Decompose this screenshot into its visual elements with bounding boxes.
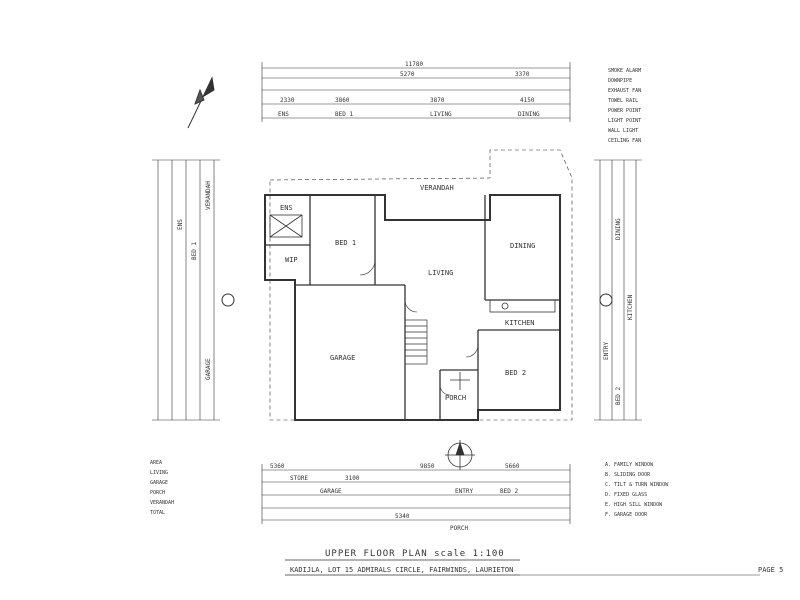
legend-top-item: CEILING FAN	[608, 138, 641, 144]
legend-area-item: LIVING	[150, 470, 168, 476]
dim-bottom-label-0: STORE	[290, 475, 308, 482]
dim-left-label-3: ENS	[177, 219, 184, 230]
ensuite-fixtures	[269, 214, 303, 238]
legend-windows: A. FAMILY WINDOW B. SLIDING DOOR C. TILT…	[605, 462, 669, 518]
exterior-walls	[264, 194, 561, 421]
legend-area-item: AREA	[150, 460, 162, 466]
dim-top-label-1: BED 1	[335, 111, 353, 118]
dim-top-d2: 3370	[515, 71, 530, 78]
dim-right-label-2: ENTRY	[603, 342, 610, 360]
dim-bottom-label-4: PORCH	[450, 525, 468, 532]
compass-icon	[445, 440, 475, 470]
room-label-porch: PORCH	[445, 394, 466, 402]
dim-left-label-0: VERANDAH	[205, 181, 212, 210]
page-number: PAGE 5	[758, 566, 783, 574]
bottom-dimension-lines	[261, 464, 571, 524]
room-label-garage: GARAGE	[330, 354, 355, 362]
right-dimension-lines	[594, 159, 642, 421]
legend-top-item: SMOKE ALARM	[608, 68, 641, 74]
legend-window-item: F. GARAGE DOOR	[605, 512, 648, 518]
drawing-title: UPPER FLOOR PLAN scale 1:100	[325, 549, 505, 559]
dim-right-label-3: BED 2	[615, 387, 622, 405]
legend-top: SMOKE ALARM DOWNPIPE EXHAUST FAN TOWEL R…	[608, 68, 641, 144]
dim-top-overall: 11780	[405, 61, 423, 68]
room-label-verandah: VERANDAH	[420, 184, 454, 192]
dim-left-label-2: GARAGE	[205, 358, 212, 380]
legend-area-item: VERANDAH	[150, 500, 174, 506]
dim-bottom-d2: 9850	[420, 463, 435, 470]
legend-area: AREA LIVING GARAGE PORCH VERANDAH TOTAL	[150, 460, 174, 516]
dim-top-d6: 4150	[520, 97, 535, 104]
legend-top-item: LIGHT POINT	[608, 118, 641, 124]
room-label-dining: DINING	[510, 242, 535, 250]
room-label-bed2: BED 2	[505, 369, 526, 377]
dim-bottom-d4: 3100	[345, 475, 360, 482]
dim-bottom-label-2: ENTRY	[455, 488, 473, 495]
legend-window-item: E. HIGH SILL WINDOW	[605, 502, 663, 508]
room-label-living: LIVING	[428, 269, 453, 277]
dim-bottom-d5: 5340	[395, 513, 410, 520]
kitchen-bench	[489, 299, 556, 313]
legend-window-item: D. FIXED GLASS	[605, 492, 647, 498]
legend-window-item: C. TILT & TURN WINDOW	[605, 482, 669, 488]
legend-top-item: TOWEL RAIL	[608, 98, 638, 104]
section-mark-right-icon	[599, 293, 613, 307]
dim-top-label-2: LIVING	[430, 111, 452, 118]
dim-bottom-d3: 5660	[505, 463, 520, 470]
legend-window-item: A. FAMILY WINDOW	[605, 462, 654, 468]
room-label-bed1: BED 1	[335, 239, 356, 247]
north-arrow-icon	[187, 76, 215, 129]
dim-top-d4: 3860	[335, 97, 350, 104]
dim-top-label-0: ENS	[278, 111, 289, 118]
dim-right-label-1: KITCHEN	[627, 294, 634, 320]
door-swings	[359, 259, 479, 396]
dim-bottom-label-3: BED 2	[500, 488, 518, 495]
dim-bottom-d1: 5360	[270, 463, 285, 470]
room-label-kitchen: KITCHEN	[505, 319, 535, 327]
dim-top-label-3: DINING	[518, 111, 540, 118]
dim-top-d1: 5270	[400, 71, 415, 78]
drawing-subtitle: KADIJLA, LOT 15 ADMIRALS CIRCLE, FAIRWIN…	[290, 566, 513, 574]
legend-top-item: DOWNPIPE	[608, 78, 632, 84]
top-dimension-lines	[261, 62, 571, 122]
interior-walls	[265, 195, 560, 420]
legend-window-item: B. SLIDING DOOR	[605, 472, 651, 478]
dim-left-label-1: BED 1	[191, 242, 198, 260]
legend-area-item: TOTAL	[150, 510, 165, 516]
section-mark-left-icon	[221, 293, 235, 307]
room-label-wip: WIP	[285, 256, 298, 264]
dim-top-d3: 2330	[280, 97, 295, 104]
legend-top-item: WALL LIGHT	[608, 128, 638, 134]
room-label-ens: ENS	[280, 204, 293, 212]
legend-top-item: POWER POINT	[608, 108, 641, 114]
legend-area-item: GARAGE	[150, 480, 168, 486]
dim-right-label-0: DINING	[615, 218, 622, 240]
porch-marker	[450, 372, 470, 390]
left-dimension-lines	[152, 159, 220, 421]
legend-top-item: EXHAUST FAN	[608, 88, 641, 94]
legend-area-item: PORCH	[150, 490, 165, 496]
dim-top-d5: 3870	[430, 97, 445, 104]
dim-bottom-label-1: GARAGE	[320, 488, 342, 495]
stair	[404, 319, 428, 365]
